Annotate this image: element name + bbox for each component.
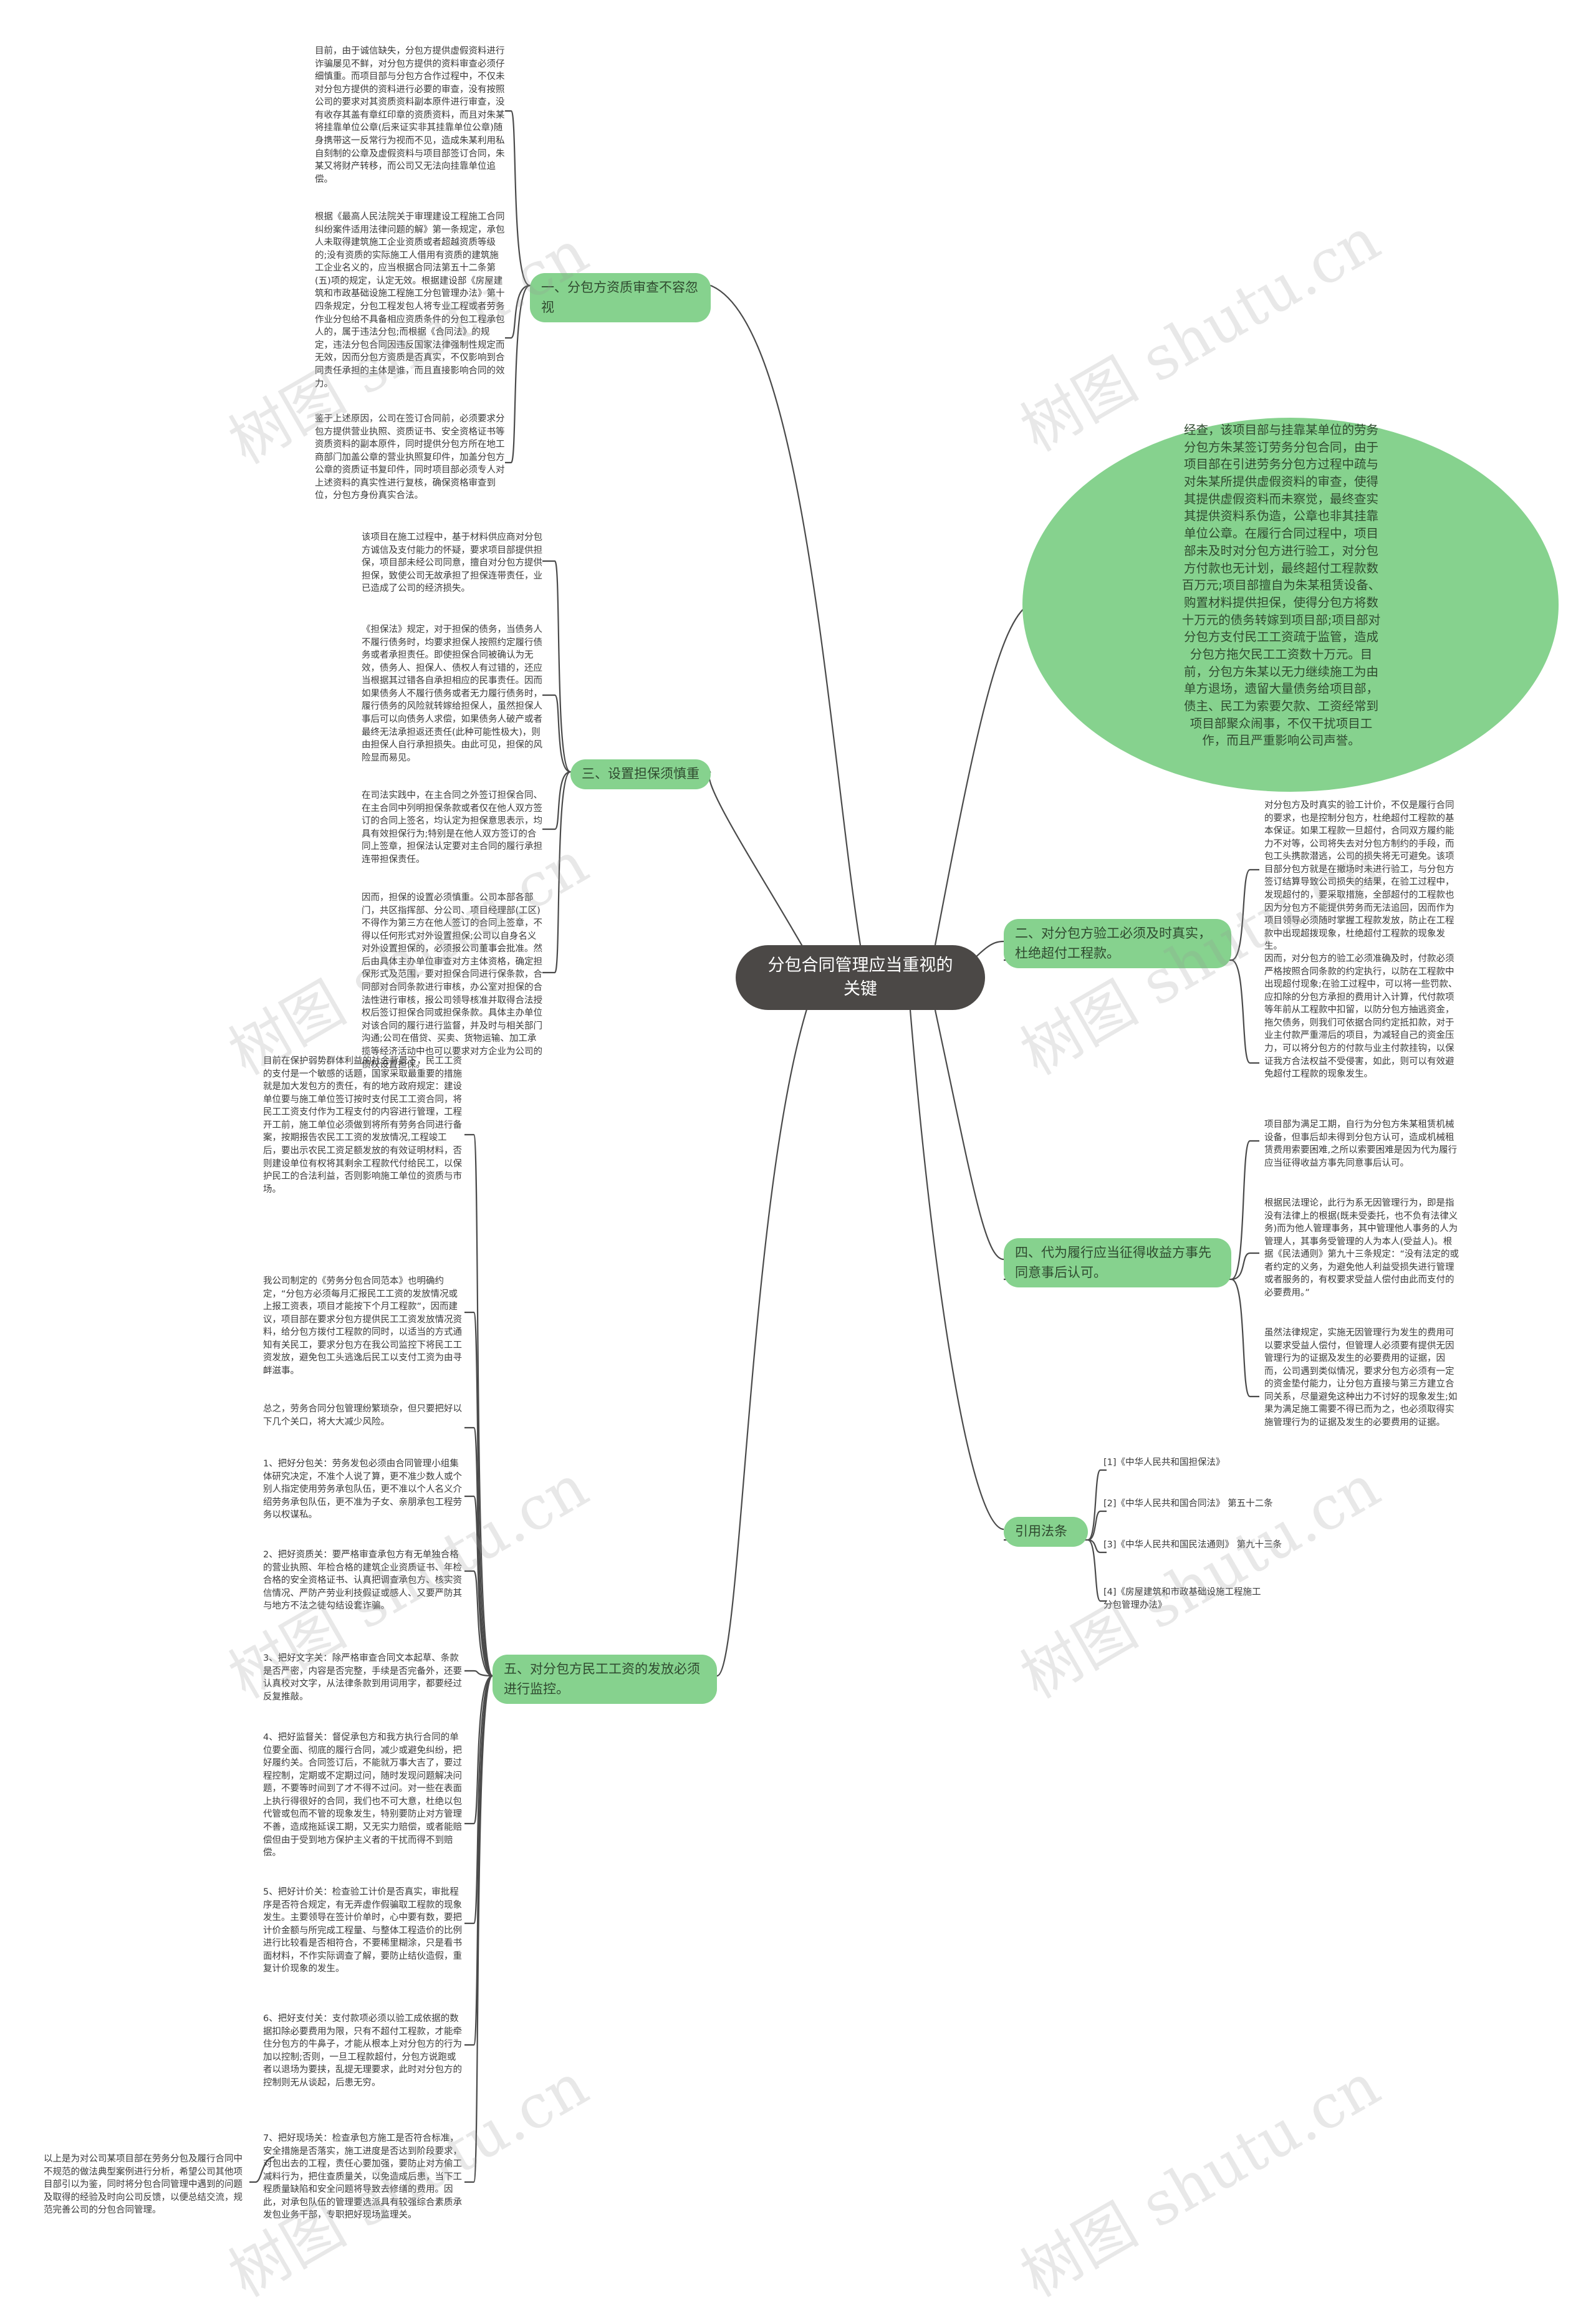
detail-text: 对分包方及时真实的验工计价，不仅是履行合同的要求，也是控制分包方，杜绝超付工程款… <box>1264 801 1454 952</box>
detail-text: 总之，劳务合同分包管理纷繁琐杂，但只要把好以下几个关口，将大大减少风险。 <box>263 1404 462 1427</box>
root-node[interactable]: 分包合同管理应当重视的关键 <box>736 945 985 1010</box>
summary-text: 经查，该项目部与挂靠某单位的劳务分包方朱某签订劳务分包合同，由于项目部在引进劳务… <box>1181 423 1381 748</box>
branch-references[interactable]: 引用法条 <box>1004 1517 1088 1547</box>
detail-text: 4、把好监督关：督促承包方和我方执行合同的单位要全面、彻底的履行合同，减少或避免… <box>263 1733 462 1859</box>
link-root-branch4 <box>934 1009 1004 1261</box>
detail-text: 2、把好资质关：要严格审查承包方有无单独合格的营业执照、年检合格的建筑企业资质证… <box>263 1550 462 1612</box>
detail-text: 在司法实践中，在主合同之外签订担保合同、在主合同中列明担保条款或者仅在他人双方签… <box>362 791 542 865</box>
branch-label: 三、设置担保须慎重 <box>582 766 699 781</box>
branch-label: 引用法条 <box>1015 1524 1067 1539</box>
detail-text: 5、把好计价关：检查验工计价是否真实，审批程序是否符合规定，有无弄虚作假骗取工程… <box>263 1887 462 1974</box>
detail-text: 3、把好文字关：除严格审查合同文本起草、条款是否严密，内容是否完整，手续是否完备… <box>263 1653 462 1702</box>
detail-text: 该项目在施工过程中，基于材料供应商对分包方诚信及支付能力的怀疑，要求项目部提供担… <box>362 532 542 594</box>
branch-guarantee[interactable]: 三、设置担保须慎重 <box>570 759 711 789</box>
link-root-branch-refs <box>909 1009 1004 1531</box>
detail-text: 目前，由于诚信缺失，分包方提供虚假资料进行诈骗屡见不鲜，对分包方提供的资料审查必… <box>315 46 505 185</box>
link-root-branch3 <box>708 771 811 961</box>
branch-qualification-review[interactable]: 一、分包方资质审查不容忽视 <box>530 273 711 322</box>
reference-item: [3]《中华人民共和国民法通则》 第九十三条 <box>1103 1540 1282 1550</box>
detail-text: 我公司制定的《劳务分包合同范本》也明确约定，“分包方必须每月汇报民工工资的发放情… <box>263 1276 462 1377</box>
branch-label: 二、对分包方验工必须及时真实，杜绝超付工程款。 <box>1015 926 1211 961</box>
conclusion-text: 以上是为对公司某项目部在劳务分包及履行合同中不规范的做法典型案例进行分析，希望公… <box>44 2154 243 2216</box>
branch-label: 一、分包方资质审查不容忽视 <box>541 280 698 315</box>
link-root-branch5 <box>716 997 812 1677</box>
detail-text: 6、把好支付关：支付款项必须以验工成依据的数据扣除必要费用为限，只有不超付工程款… <box>263 2014 462 2088</box>
detail-text: 因而，担保的设置必须慎重。公司本部各部门，共区指挥部、分公司、项目经理部(工区)… <box>362 893 542 1070</box>
reference-item: [2]《中华人民共和国合同法》 第五十二条 <box>1103 1499 1273 1509</box>
detail-text: 因而，对分包方的验工必须准确及时，付款必须严格按照合同条款的约定执行，以防在工程… <box>1264 954 1458 1080</box>
branch-label: 四、代为履行应当征得收益方事先同意事后认可。 <box>1015 1245 1211 1280</box>
reference-item: [4]《房屋建筑和市政基础设施工程施工分包管理办法》 <box>1103 1587 1261 1610</box>
branch-label: 五、对分包方民工工资的发放必须进行监控。 <box>504 1661 700 1696</box>
summary-node[interactable] <box>1022 418 1559 792</box>
root-title: 分包合同管理应当重视的关键 <box>767 956 953 999</box>
detail-text: 《担保法》规定，对于担保的债务，当债务人不履行债务时，均要求担保人按照约定履行债… <box>362 625 542 763</box>
detail-text: 7、把好现场关：检查承包方施工是否符合标准，安全措施是否落实，施工进度是否达到阶… <box>263 2133 462 2221</box>
detail-text: 目前在保护弱势群体利益的社会背景下，民工工资的支付是一个敏感的话题，国家采取最重… <box>263 1056 462 1195</box>
detail-text: 根据民法理论，此行为系无因管理行为，即是指没有法律上的根据(既未受委托，也不负有… <box>1264 1198 1459 1299</box>
reference-item: [1]《中华人民共和国担保法》 <box>1103 1458 1225 1468</box>
detail-text: 1、把好分包关：劳务发包必须由合同管理小组集体研究决定，不准个人说了算，更不准少… <box>263 1459 462 1521</box>
detail-text: 虽然法律规定，实施无因管理行为发生的费用可以要求受益人偿付，但管理人必须要有提供… <box>1264 1328 1458 1428</box>
link-root-summary <box>934 604 1029 946</box>
branch-work-verification[interactable]: 二、对分包方验工必须及时真实，杜绝超付工程款。 <box>1004 919 1231 968</box>
detail-text: 鉴于上述原因，公司在签订合同前，必须要求分包方提供营业执照、资质证书、安全资格证… <box>315 414 505 501</box>
branch-performance-consent[interactable]: 四、代为履行应当征得收益方事先同意事后认可。 <box>1004 1238 1231 1287</box>
detail-text: 根据《最高人民法院关于审理建设工程施工合同纠纷案件适用法律问题的解》第一条规定，… <box>315 212 505 389</box>
detail-text: 项目部为满足工期，自行为分包方朱某租赁机械设备，但事后却未得到分包方认可，造成机… <box>1264 1120 1458 1168</box>
link-root-branch1 <box>710 284 862 946</box>
branch-wage-monitoring[interactable]: 五、对分包方民工工资的发放必须进行监控。 <box>493 1655 717 1704</box>
